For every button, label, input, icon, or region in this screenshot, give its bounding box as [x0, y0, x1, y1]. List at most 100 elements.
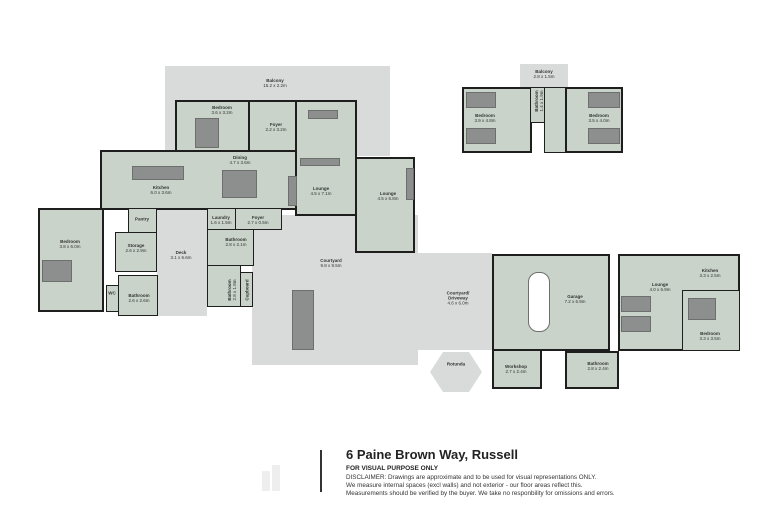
room-name: Foyer: [269, 122, 283, 127]
room-name: Kitchen: [152, 185, 170, 190]
room-size: 2.7 x 2.4m: [505, 369, 527, 374]
room-name: Dining: [232, 155, 247, 160]
room-foyer-2: [235, 208, 282, 230]
bed: [195, 118, 219, 148]
room-kitchen-dining: [100, 150, 297, 210]
room-size: 4.5 x 7.1m: [310, 191, 332, 196]
room-name: Laundry: [212, 215, 230, 220]
room-upper-hall: [544, 87, 566, 153]
outdoor-dining-table: [292, 290, 314, 350]
room-pantry: [128, 208, 157, 234]
room-name: Balcony: [266, 78, 284, 83]
car-icon: [528, 272, 550, 332]
deck-area: [157, 208, 207, 316]
room-lounge-2: [355, 157, 415, 253]
room-name: Bathroom: [128, 293, 150, 298]
room-name: Bathroom: [225, 237, 247, 242]
room-size: 3.8 x 6.0m: [59, 244, 81, 249]
room-name: Foyer: [251, 215, 265, 220]
room-size: 3.1 x 6.6m: [170, 255, 192, 260]
room-name: Deck: [175, 250, 187, 255]
room-storage: [115, 232, 157, 272]
room-label: WC: [108, 291, 116, 296]
room-size: 3.9 x 4.8m: [474, 118, 496, 123]
room-name: Bathroom: [587, 361, 609, 366]
company-logo: [262, 465, 280, 491]
room-size: 4.5 x 6.8m: [377, 196, 399, 201]
driveway-area: [418, 253, 492, 350]
room-name: Pantry: [134, 216, 150, 222]
room-bathroom-1: [207, 229, 254, 266]
room-name: WC: [108, 290, 116, 296]
room-size: 4.0 x 6.9m: [649, 287, 671, 292]
room-name: Lounge: [651, 282, 669, 287]
room-size: 2.6 x 2.6m: [128, 298, 150, 303]
dining-table: [222, 170, 257, 198]
bed: [688, 298, 716, 320]
room-name: Courtyard: [320, 258, 342, 263]
room-garage: [492, 254, 610, 351]
room-size: 2.8 x 2.1m: [225, 242, 247, 247]
bed: [466, 92, 496, 108]
visual-purpose-notice: FOR VISUAL PURPOSE ONLY: [346, 465, 439, 472]
room-name: Garage: [567, 294, 583, 299]
room-size: 2.8 x 1.8m: [232, 279, 237, 301]
room-size: 3.6 x 3.2m: [211, 110, 233, 115]
room-size: 6.0 x 3.6m: [150, 190, 172, 195]
room-size: 2.8 x 2.4m: [587, 366, 609, 371]
bed: [621, 316, 651, 332]
room-size: 9.8 x 9.5m: [320, 263, 342, 268]
bed: [621, 296, 651, 312]
divider: [320, 450, 322, 492]
rotunda-area: [430, 352, 482, 392]
room-size: 1.4 x 1.9m: [539, 90, 544, 112]
room-size: 2.8 x 1.5m: [533, 74, 555, 79]
room-size: 3.5 x 4.0m: [588, 118, 610, 123]
bed: [42, 260, 72, 282]
room-bathroom-4: [565, 351, 619, 389]
room-size: 1.6 x 1.5m: [210, 220, 232, 225]
room-name: Rotunda: [446, 361, 466, 367]
bed: [588, 128, 620, 144]
room-size: 7.2 x 6.9m: [564, 299, 586, 304]
sofa: [406, 168, 414, 200]
room-name: Workshop: [505, 364, 527, 369]
room-name: Cupboard: [244, 279, 250, 301]
room-name: Bedroom: [700, 331, 720, 336]
disclaimer-line: We measure internal spaces (excl walls) …: [346, 482, 583, 489]
room-name: Lounge: [312, 186, 330, 191]
room-size: 2.7 x 0.5m: [247, 220, 269, 225]
property-address: 6 Paine Brown Way, Russell: [346, 447, 518, 462]
sofa: [308, 110, 338, 119]
room-name: Bedroom: [475, 113, 495, 118]
sofa: [300, 158, 340, 166]
room-size: 4.7 x 3.6m: [229, 160, 251, 165]
room-size: 2.6 x 2.9m: [125, 248, 147, 253]
room-bathroom-3: [118, 275, 158, 316]
room-name: Bedroom: [60, 239, 80, 244]
disclaimer-line: DISCLAIMER: Drawings are approximate and…: [346, 474, 597, 481]
